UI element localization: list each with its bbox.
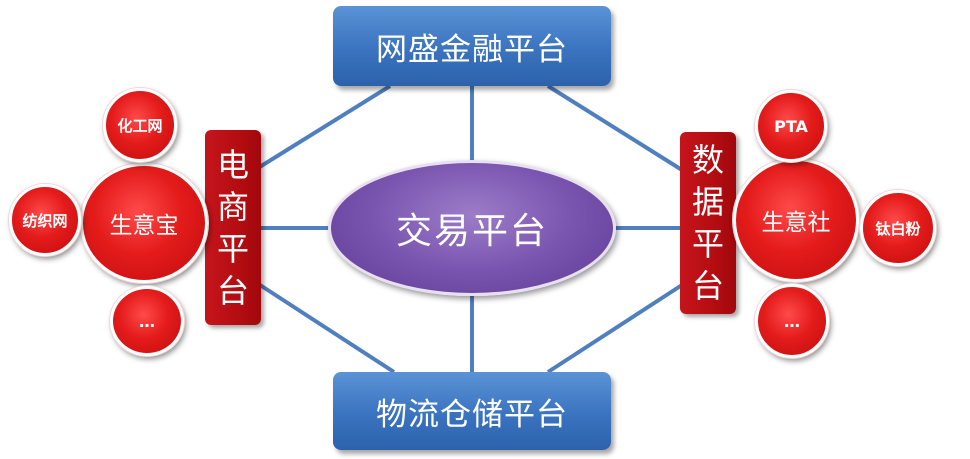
right-main-label: 生意社 bbox=[761, 210, 831, 236]
right-data-box: 数 据 平 台 bbox=[680, 132, 736, 314]
left-main-circle: 生意宝 bbox=[80, 163, 208, 283]
right-satellite-bottom: … bbox=[755, 284, 829, 358]
left-satellite-label: 化工网 bbox=[117, 116, 163, 135]
left-label-char: 台 bbox=[216, 271, 249, 310]
top-platform-label: 网盛金融平台 bbox=[376, 31, 568, 68]
top-platform-box: 网盛金融平台 bbox=[333, 6, 611, 86]
left-label-char: 商 bbox=[216, 187, 249, 226]
line-top-left bbox=[256, 84, 392, 170]
right-label-char: 数 bbox=[691, 141, 724, 179]
center-trade-platform: 交易平台 bbox=[328, 160, 616, 296]
right-satellite-top: PTA bbox=[755, 90, 827, 162]
right-label-char: 据 bbox=[691, 183, 724, 221]
right-satellite-label: … bbox=[784, 311, 800, 331]
center-platform-label: 交易平台 bbox=[395, 211, 548, 252]
right-satellite-right: 钛白粉 bbox=[860, 190, 936, 266]
left-satellite-left: 纺织网 bbox=[9, 184, 81, 256]
right-satellite-label: PTA bbox=[774, 116, 808, 136]
right-label-char: 台 bbox=[691, 267, 724, 305]
right-main-circle: 生意社 bbox=[733, 158, 859, 282]
left-satellite-top: 化工网 bbox=[103, 88, 177, 162]
line-bottom-right bbox=[546, 283, 684, 374]
left-satellite-label: … bbox=[139, 311, 155, 331]
bottom-platform-label: 物流仓储平台 bbox=[376, 396, 568, 433]
left-satellite-label: 纺织网 bbox=[22, 211, 68, 230]
line-bottom-left bbox=[258, 283, 396, 374]
right-satellite-label: 钛白粉 bbox=[875, 219, 921, 238]
right-label-char: 平 bbox=[691, 225, 724, 263]
bottom-platform-box: 物流仓储平台 bbox=[333, 372, 611, 450]
left-satellite-bottom: … bbox=[110, 286, 184, 356]
left-label-char: 电 bbox=[216, 145, 249, 184]
left-main-label: 生意宝 bbox=[109, 213, 179, 239]
line-top-right bbox=[546, 84, 684, 172]
left-ecommerce-box: 电 商 平 台 bbox=[205, 130, 261, 325]
left-label-char: 平 bbox=[216, 229, 249, 268]
